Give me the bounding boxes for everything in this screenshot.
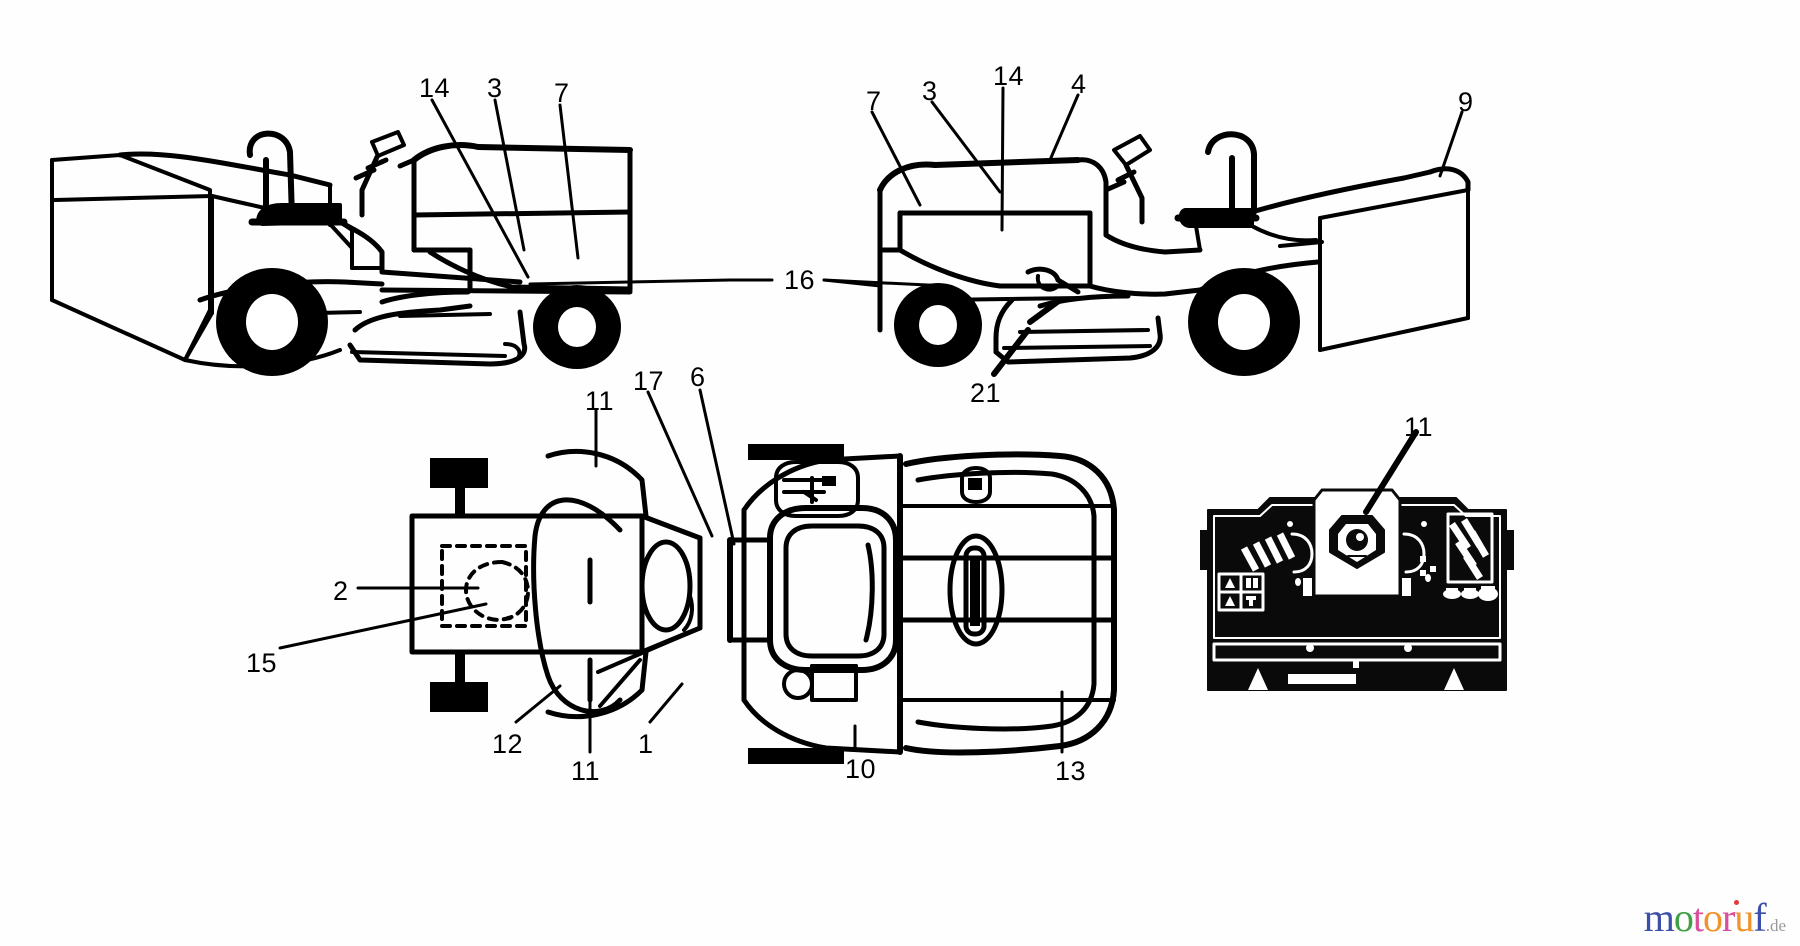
callout-17[interactable]: 17 — [633, 366, 665, 396]
control-panel-detail-view — [1200, 429, 1514, 691]
callout-10[interactable]: 10 — [845, 754, 877, 784]
callout-14-right[interactable]: 14 — [993, 61, 1025, 91]
callout-7-right[interactable]: 7 — [866, 86, 882, 116]
callout-21[interactable]: 21 — [970, 378, 1002, 408]
callout-14-left[interactable]: 14 — [419, 73, 451, 103]
callout-12[interactable]: 12 — [492, 729, 524, 759]
callout-11-panel[interactable]: 11 — [1404, 412, 1434, 442]
callout-3-right[interactable]: 3 — [922, 76, 938, 106]
callout-16[interactable]: 16 — [784, 265, 816, 295]
logo-suffix: .de — [1765, 916, 1786, 935]
tractor-top-view — [278, 388, 1117, 764]
logo-letter-r: r — [1722, 895, 1735, 940]
logo-letter-f: f — [1753, 895, 1766, 940]
logo-letter-o2: o — [1703, 895, 1723, 940]
callout-7-left[interactable]: 7 — [554, 78, 570, 108]
motoruf-logo[interactable]: motoruf.de — [1644, 898, 1786, 938]
logo-letter-t: t — [1692, 895, 1704, 940]
callout-11-top[interactable]: 11 — [585, 386, 615, 416]
callout-6[interactable]: 6 — [690, 362, 706, 392]
callout-13[interactable]: 13 — [1055, 756, 1087, 786]
callout-2[interactable]: 2 — [333, 576, 349, 606]
callout-9[interactable]: 9 — [1458, 87, 1474, 117]
logo-letter-u: u — [1734, 895, 1754, 940]
callout-3-left[interactable]: 3 — [487, 73, 503, 103]
callout-15[interactable]: 15 — [246, 648, 278, 678]
callout-11-bottom[interactable]: 11 — [571, 756, 601, 786]
logo-accent-dot — [1734, 900, 1739, 905]
logo-letter-o1: o — [1673, 895, 1694, 940]
tractor-left-side-view — [50, 98, 633, 376]
callout-4[interactable]: 4 — [1071, 69, 1087, 99]
callout-1[interactable]: 1 — [638, 729, 654, 759]
logo-letter-m: m — [1643, 895, 1675, 940]
tractor-right-side-view — [528, 86, 1471, 377]
